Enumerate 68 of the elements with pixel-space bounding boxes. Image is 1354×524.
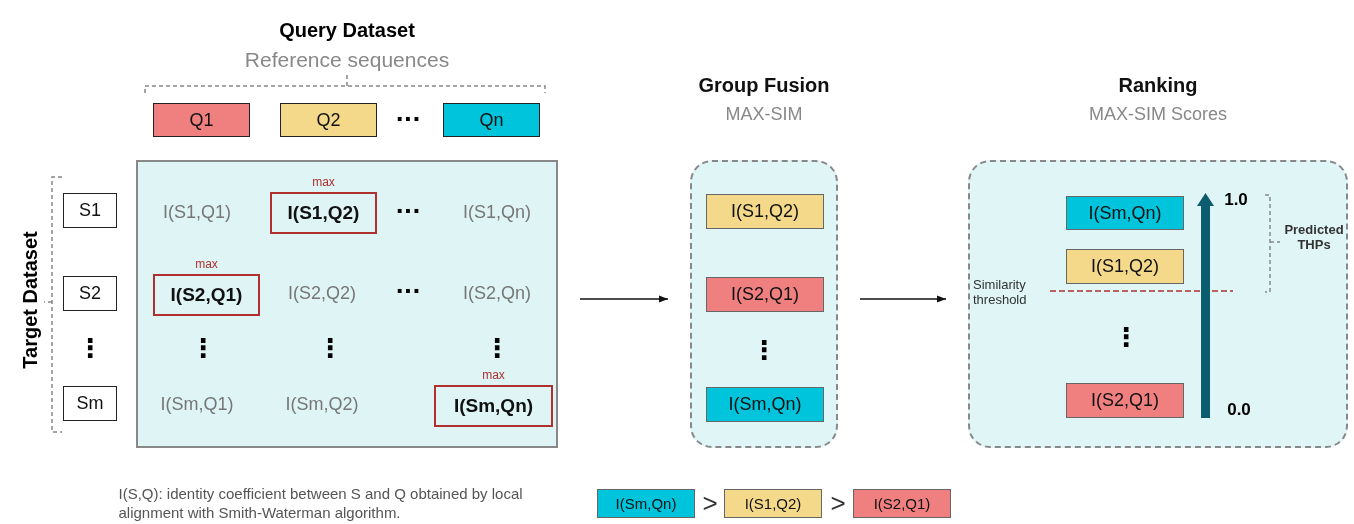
cell-text: I(Sm,Qn) (615, 495, 677, 512)
greater-than-sign: > (830, 487, 846, 519)
max-note: max (312, 175, 335, 189)
horizontal-ellipsis: ··· (395, 197, 421, 223)
arrow (579, 295, 669, 303)
sequence-box (63, 386, 117, 421)
matrix-value: I(S1,Q1) (163, 201, 231, 223)
vertical-ellipsis: ⋮ (317, 333, 343, 363)
matrix-value: I(Sm,Q2) (285, 393, 359, 415)
cell-text: S1 (79, 200, 101, 221)
horizontal-ellipsis: ··· (395, 277, 421, 303)
cell-text: I(S1,Q2) (744, 495, 802, 512)
matrix-panel (136, 160, 558, 448)
dataset-title: Query Dataset (279, 18, 415, 42)
sequence-box (280, 103, 377, 137)
cell-text: Sm (76, 393, 104, 414)
bracket-note: Predicted THPs (1283, 222, 1345, 252)
sequence-box (443, 103, 540, 137)
cell-text: I(S2,Q1) (1091, 390, 1159, 411)
matrix-value: I(Sm,Q1) (160, 393, 234, 415)
sequence-box (153, 103, 250, 137)
cell-text: Q2 (316, 109, 341, 131)
horizontal-ellipsis: ··· (395, 105, 421, 131)
score-box (706, 277, 824, 312)
score-box (1066, 383, 1184, 418)
max-note: max (482, 368, 505, 382)
sequence-box (63, 193, 117, 228)
max-note: max (195, 257, 218, 271)
vertical-ellipsis: ⋮ (484, 333, 510, 363)
sequence-box (63, 276, 117, 311)
arrow (859, 295, 947, 303)
cell-text: I(S2,Q1) (873, 495, 931, 512)
vertical-ellipsis: ⋮ (77, 333, 103, 363)
axis-title: Target Dataset (18, 231, 42, 369)
score-box (724, 489, 822, 518)
cell-text: I(S1,Q2) (1091, 256, 1159, 277)
cell-text: I(S1,Q2) (287, 202, 360, 224)
cell-text: I(S2,Q1) (170, 284, 243, 306)
cell-text: I(Sm,Qn) (728, 394, 802, 415)
score-box (853, 489, 951, 518)
cell-text: I(Sm,Qn) (453, 395, 534, 417)
score-box (706, 194, 824, 229)
subtitle: Reference sequences (244, 48, 450, 72)
score-box (1066, 249, 1184, 284)
cell-text: Qn (479, 109, 504, 131)
vertical-ellipsis: ⋮ (190, 333, 216, 363)
section-subtitle: MAX-SIM Scores (1089, 104, 1227, 125)
vertical-ellipsis: ⋮ (751, 335, 777, 365)
scale-value: 0.0 (1227, 400, 1251, 420)
matrix-value: I(S2,Q2) (288, 282, 356, 304)
cell-text: S2 (79, 283, 101, 304)
section-subtitle: MAX-SIM (725, 104, 803, 125)
cell-text: I(S2,Q1) (731, 284, 799, 305)
cell-text: I(S1,Q2) (731, 201, 799, 222)
score-box (706, 387, 824, 422)
matrix-value: I(S2,Qn) (463, 282, 531, 304)
section-title: Ranking (1118, 74, 1198, 97)
matrix-value: I(S1,Qn) (463, 201, 531, 223)
score-box (1066, 196, 1184, 230)
score-box (597, 489, 695, 518)
scale-value: 1.0 (1224, 190, 1248, 210)
threshold-label: Similarity threshold (973, 277, 1028, 307)
vertical-ellipsis: ⋮ (1113, 322, 1139, 352)
cell-text: I(Sm,Qn) (1088, 202, 1162, 224)
cell-text: Q1 (189, 109, 214, 131)
section-title: Group Fusion (698, 74, 830, 97)
footnote: I(S,Q): identity coefficient between S and Q obtained by local alignment with Smith-Waterman algorithm. (118, 484, 524, 522)
greater-than-sign: > (702, 487, 718, 519)
